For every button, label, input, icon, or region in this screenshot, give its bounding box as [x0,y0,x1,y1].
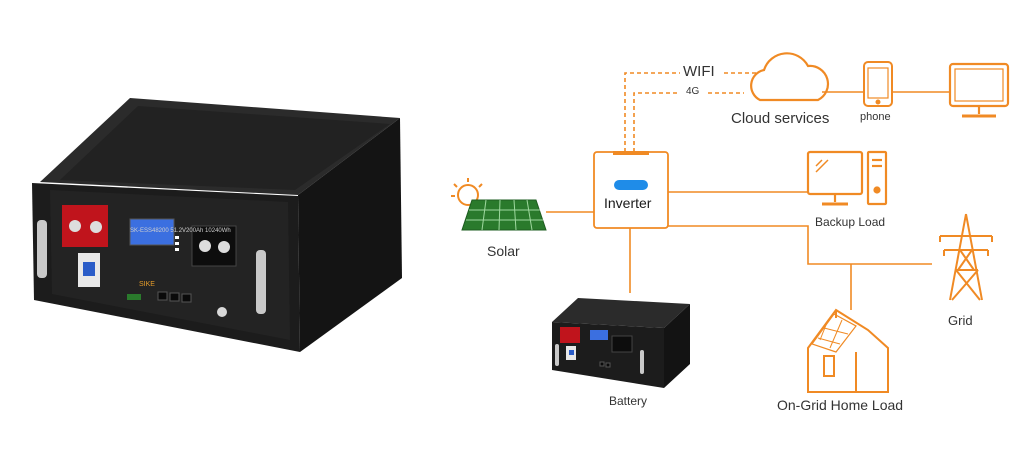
inverter-icon [593,151,669,229]
monitor-icon [948,62,1010,118]
solar-panel-icon [451,178,547,231]
on-grid-home-load-label: On-Grid Home Load [777,397,904,413]
desktop-computer-icon [806,150,888,206]
battery-icon [552,298,690,388]
cloud-services-label: Cloud services [731,110,830,127]
wifi-label: WIFI [683,63,715,80]
phone-icon [863,61,893,107]
battery-brand-text: SIKE [139,281,155,288]
phone-label: phone [860,111,891,123]
connection-lines [546,72,950,310]
battery-model-text: SK-ESS48200 51.2V200Ah 10240Wh [130,228,231,234]
grid-tower-icon [939,213,993,301]
cloud-icon [750,52,830,102]
inverter-label: Inverter [604,195,652,211]
grid-label: Grid [948,313,973,328]
house-icon [807,308,889,393]
battery-product-image [32,98,402,352]
4g-label: 4G [686,86,700,97]
solar-label: Solar [487,243,520,259]
backup-load-label: Backup Load [815,215,886,229]
battery-label: Battery [609,394,648,408]
